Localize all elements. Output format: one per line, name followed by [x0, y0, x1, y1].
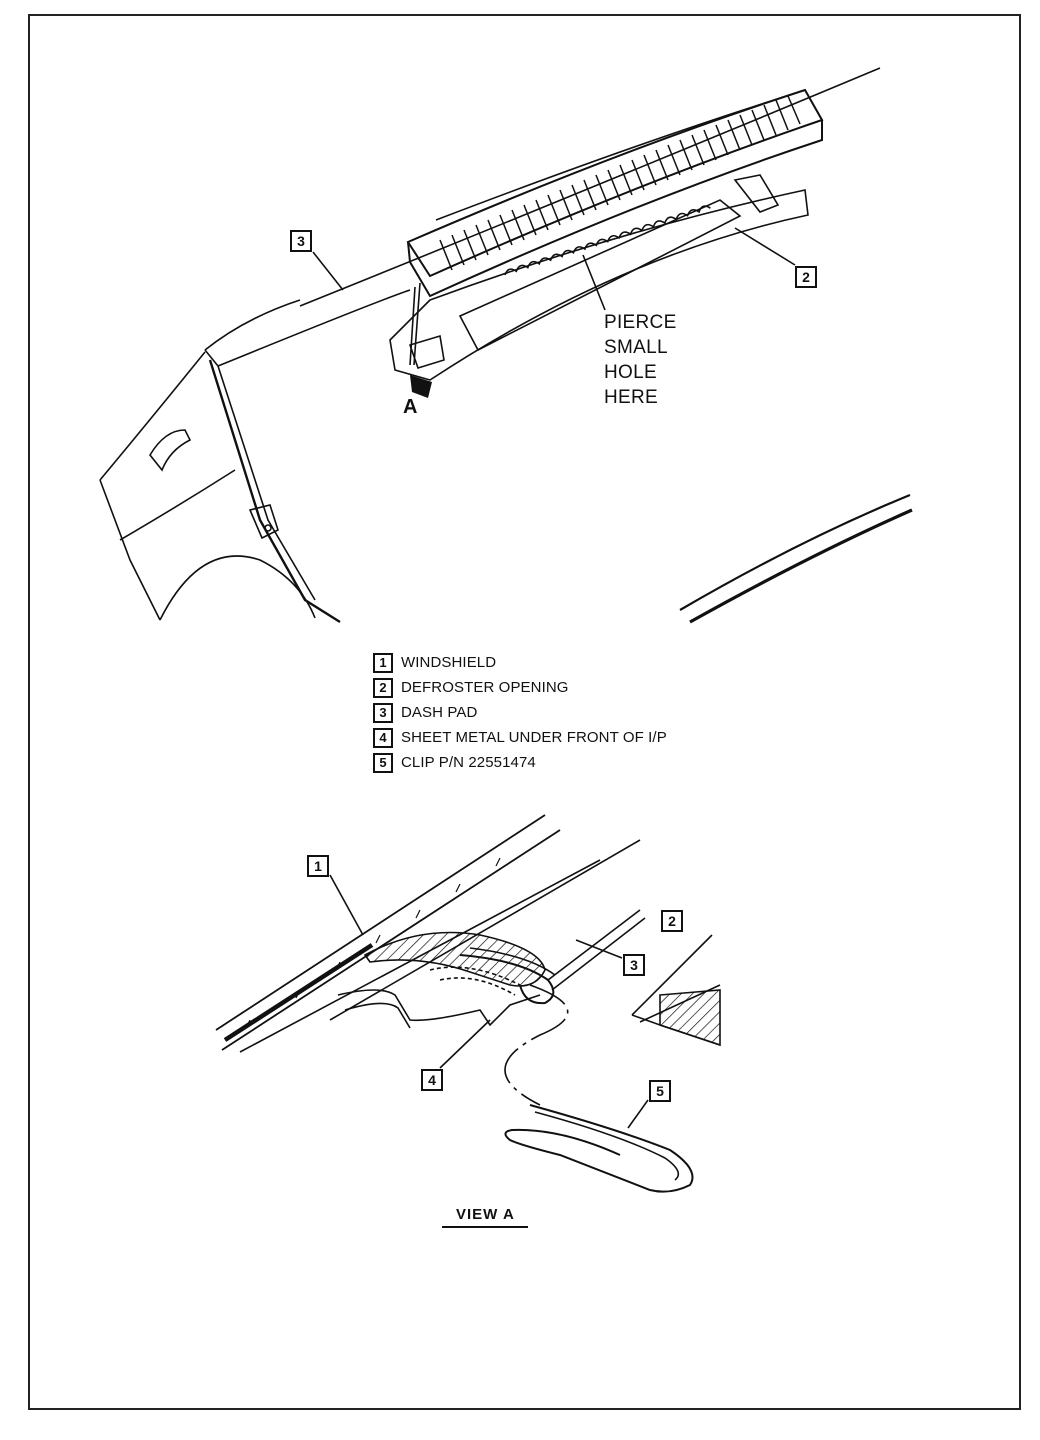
- note-line: PIERCE: [604, 312, 677, 333]
- legend-item: 1 WINDSHIELD: [373, 650, 667, 675]
- note-line: HERE: [604, 387, 658, 408]
- view-a-caption: VIEW A: [456, 1206, 515, 1223]
- note-line: HOLE: [604, 362, 657, 383]
- callout-windshield: 1: [307, 855, 329, 877]
- legend-item: 5 CLIP P/N 22551474: [373, 750, 667, 775]
- view-a-section: [215, 814, 721, 1193]
- callout-dash-pad: 3: [290, 230, 312, 252]
- legend-number: 5: [373, 752, 393, 773]
- dash-top-view: [99, 67, 913, 624]
- legend-number: 3: [373, 702, 393, 723]
- legend-item: 3 DASH PAD: [373, 700, 667, 725]
- callout-defroster-opening: 2: [795, 266, 817, 288]
- legend-label: WINDSHIELD: [401, 654, 497, 671]
- view-marker-label: A: [403, 396, 418, 418]
- legend-number: 2: [373, 677, 393, 698]
- legend: 1 WINDSHIELD 2 DEFROSTER OPENING 3 DASH …: [373, 650, 667, 775]
- legend-label: SHEET METAL UNDER FRONT OF I/P: [401, 729, 667, 746]
- callout-defroster-opening-view-a: 2: [661, 910, 683, 932]
- legend-label: CLIP P/N 22551474: [401, 754, 536, 771]
- legend-label: DEFROSTER OPENING: [401, 679, 569, 696]
- callout-dash-pad-view-a: 3: [623, 954, 645, 976]
- note-line: SMALL: [604, 337, 668, 358]
- pierce-note: PIERCE SMALL HOLE HERE: [604, 310, 677, 410]
- legend-item: 2 DEFROSTER OPENING: [373, 675, 667, 700]
- legend-number: 4: [373, 727, 393, 748]
- callout-clip: 5: [649, 1080, 671, 1102]
- legend-item: 4 SHEET METAL UNDER FRONT OF I/P: [373, 725, 667, 750]
- callout-sheet-metal: 4: [421, 1069, 443, 1091]
- drawing-frame: [28, 14, 1021, 1410]
- grille-slats: [439, 95, 801, 271]
- legend-label: DASH PAD: [401, 704, 478, 721]
- view-a-caption-underline: [442, 1226, 528, 1228]
- legend-number: 1: [373, 652, 393, 673]
- view-a-arrow-head: [410, 375, 432, 398]
